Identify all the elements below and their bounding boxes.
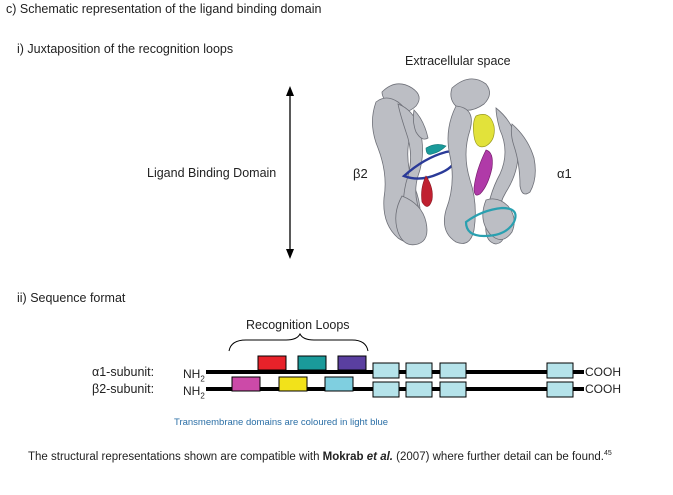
footer-author: Mokrab et al. [322, 450, 393, 463]
alpha1-loop-cyan [464, 206, 517, 238]
alpha1-tm-domain-3 [439, 362, 467, 379]
extracellular-space-label: Extracellular space [405, 54, 511, 68]
alpha1-loop-box-red [257, 355, 287, 371]
beta2-label: β2 [353, 166, 368, 181]
alpha1-tm-domain-4 [546, 362, 574, 379]
alpha1-loop-box-teal [297, 355, 327, 371]
beta2-loop-teal [425, 144, 447, 155]
alpha1-label: α1 [557, 166, 572, 181]
beta2-loop-box-lightblue [324, 376, 354, 392]
beta2-loop-box-magenta [231, 376, 261, 392]
beta2-tm-domain-2 [405, 381, 433, 398]
alpha1-subunit-label: α1-subunit: [92, 365, 155, 379]
beta2-cooh-terminus: COOH [585, 382, 621, 396]
transmembrane-note: Transmembrane domains are coloured in li… [174, 417, 389, 428]
beta2-loop-red [421, 175, 433, 207]
beta2-tm-domain-4 [546, 381, 574, 398]
alpha1-nh2-terminus: NH2 [183, 367, 205, 384]
beta2-nh2-terminus: NH2 [183, 384, 205, 401]
figure-heading: c) Schematic representation of the ligan… [6, 2, 322, 16]
section-juxtaposition-title: i) Juxtaposition of the recognition loop… [17, 42, 234, 56]
beta2-loop-box-yellow [278, 376, 308, 392]
alpha1-loop-box-indigo [337, 355, 367, 371]
footer-reference: 45 [603, 450, 612, 457]
alpha1-tm-domain-1 [372, 362, 400, 379]
section-sequence-title: ii) Sequence format [17, 291, 126, 305]
recognition-loops-label: Recognition Loops [246, 318, 350, 332]
ligand-domain-arrow [286, 86, 294, 259]
alpha1-tm-domain-2 [405, 362, 433, 379]
beta2-structure-image [372, 83, 429, 246]
beta2-tm-domain-1 [372, 381, 400, 398]
recognition-loops-bracket [228, 332, 369, 352]
alpha1-cooh-terminus: COOH [585, 365, 621, 379]
footer-note: The structural representations shown are… [28, 450, 612, 463]
beta2-subunit-label: β2-subunit: [92, 382, 155, 396]
ligand-binding-domain-label: Ligand Binding Domain [147, 166, 277, 180]
alpha1-loop-magenta [473, 149, 493, 196]
beta2-tm-domain-3 [439, 381, 467, 398]
alpha1-loop-yellow [472, 114, 495, 148]
